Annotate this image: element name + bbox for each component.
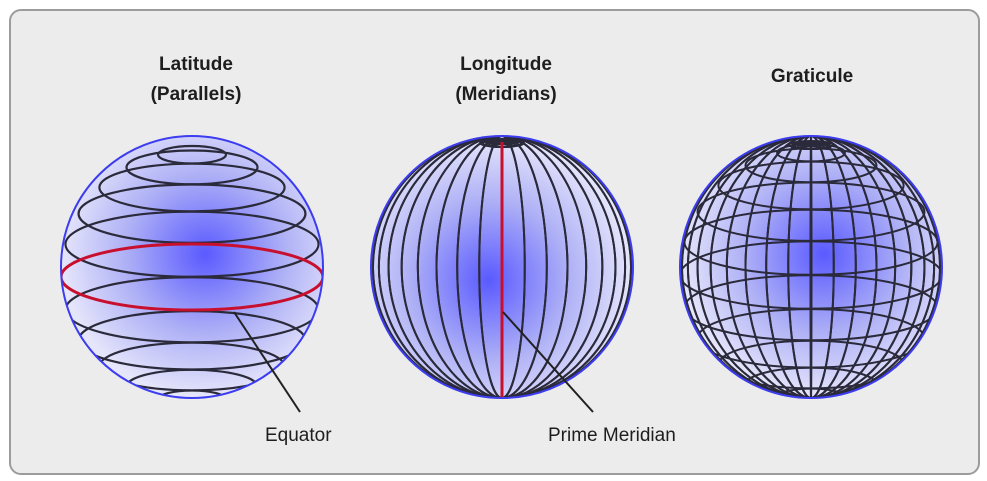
meridian-line — [435, 136, 569, 398]
longitude-meridians — [371, 136, 633, 398]
parallel-line — [125, 149, 259, 186]
prime-meridian-callout-leader — [502, 311, 594, 413]
graticule-globe-outline — [679, 135, 943, 399]
parallel-line — [156, 144, 228, 165]
meridian-line — [686, 136, 936, 398]
prime-meridian-label: Prime Meridian — [548, 425, 676, 446]
meridian-line — [809, 136, 813, 398]
meridian-line — [371, 136, 633, 398]
meridian-line — [377, 136, 627, 398]
meridian-line — [709, 136, 913, 398]
latitude-globe-body — [61, 136, 323, 398]
latitude-globe — [60, 135, 324, 399]
equator-label: Equator — [265, 425, 332, 446]
equator-line — [61, 242, 323, 312]
meridian-line — [456, 136, 548, 398]
pole-cap — [803, 145, 819, 150]
graticule-globe — [679, 135, 943, 399]
longitude-globe — [370, 135, 634, 399]
graticule-title: Graticule — [771, 66, 853, 87]
meridian-line — [680, 136, 942, 398]
latitude-title: Latitude — [159, 54, 233, 75]
meridian-line — [478, 136, 526, 398]
meridian-line — [416, 136, 588, 398]
meridian-line — [787, 136, 835, 398]
meridian-line — [765, 136, 857, 398]
longitude-title: Longitude — [460, 54, 552, 75]
meridian-line — [696, 136, 926, 398]
equator-callout-leader — [233, 311, 301, 413]
latitude-globe-outline — [60, 135, 324, 399]
longitude-globe-outline — [370, 135, 634, 399]
latitude-subtitle: (Parallels) — [151, 84, 242, 105]
meridian-line — [400, 136, 604, 398]
meridian-line — [725, 136, 897, 398]
meridian-line — [744, 136, 878, 398]
meridian-line — [387, 136, 617, 398]
longitude-subtitle: (Meridians) — [455, 84, 556, 105]
